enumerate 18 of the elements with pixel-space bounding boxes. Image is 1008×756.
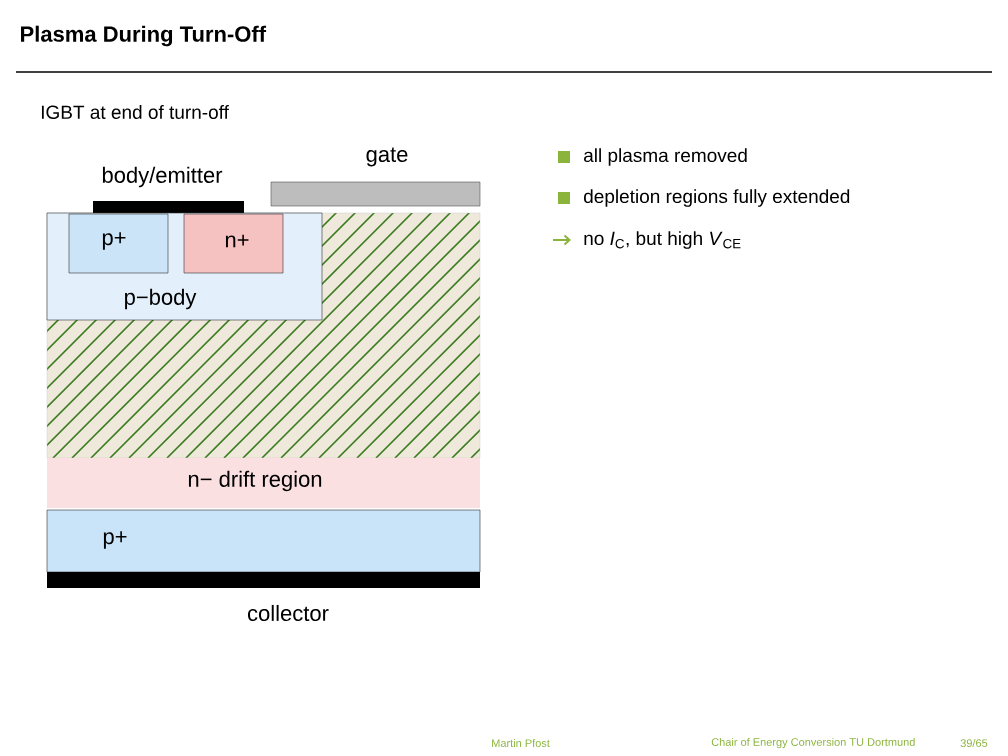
n-plus-region: n+ bbox=[183, 213, 284, 274]
node-label: body/emitter bbox=[102, 166, 223, 188]
page-number: 39/65 bbox=[960, 738, 988, 748]
slide-title: Plasma During Turn-Off bbox=[21, 25, 267, 47]
emitter-contact: body/emitter bbox=[93, 166, 244, 213]
bullet-text: all plasma removed bbox=[584, 148, 747, 166]
bullet-text: depletion regions fully extended bbox=[584, 189, 850, 207]
gate-electrode: gate bbox=[270, 147, 481, 207]
footer-affiliation: Chair of Energy Conversion TU Dortmund bbox=[711, 737, 915, 749]
node-label: collector bbox=[247, 604, 329, 622]
subtitle: IGBT at end of turn-off bbox=[41, 105, 229, 119]
p-plus-layer: p+ bbox=[46, 509, 481, 573]
conclusion-text: no I$_{C}$, but high V$_{CE}$ bbox=[584, 231, 741, 249]
p-plus-region: p+ bbox=[68, 213, 169, 274]
footer-author: Martin Pfost bbox=[492, 738, 550, 748]
node-label: gate bbox=[366, 147, 408, 167]
collector-contact: collector bbox=[47, 572, 480, 622]
drift-region: n− drift region bbox=[47, 458, 480, 508]
